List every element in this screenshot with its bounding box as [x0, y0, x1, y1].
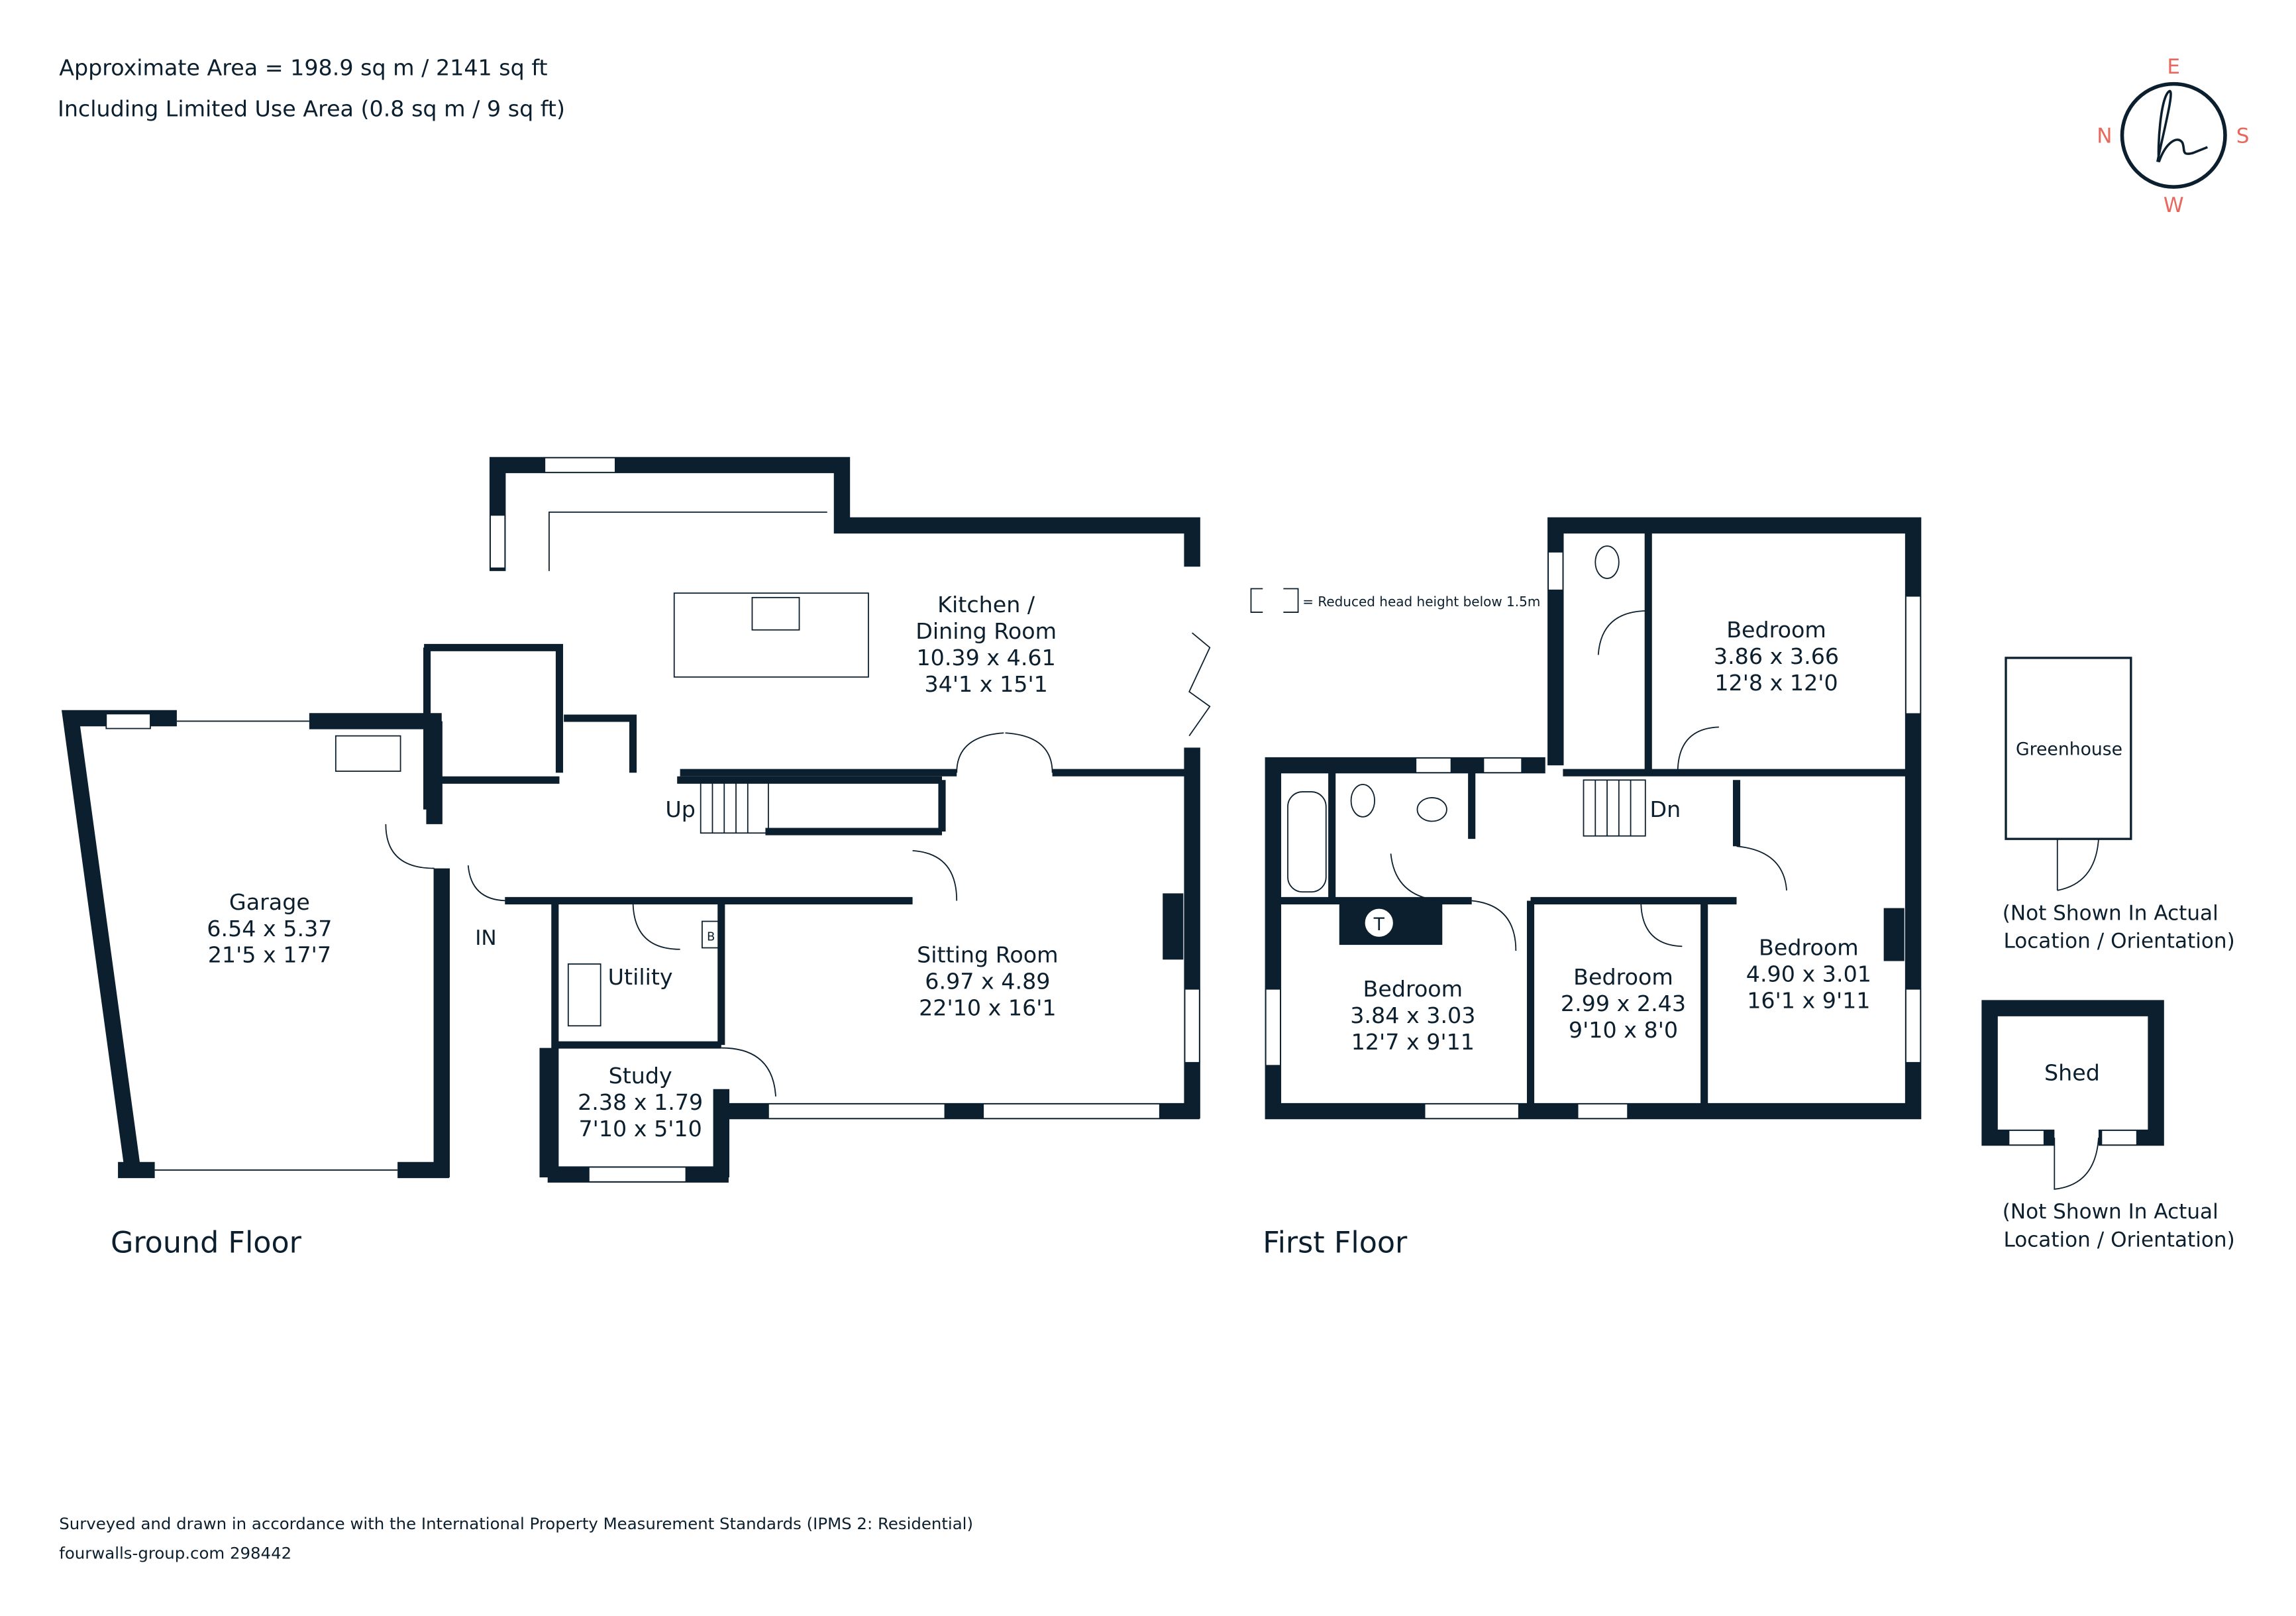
svg-text:3.84 x 3.03: 3.84 x 3.03: [1350, 1002, 1475, 1028]
room-bedroom-4: Bedroom 4.90 x 3.01 16'1 x 9'11: [1746, 935, 1871, 1014]
svg-text:3.86 x 3.66: 3.86 x 3.66: [1714, 643, 1839, 669]
svg-text:Dining Room: Dining Room: [915, 618, 1057, 644]
svg-text:2.38 x 1.79: 2.38 x 1.79: [578, 1089, 703, 1115]
svg-text:34'1 x 15'1: 34'1 x 15'1: [925, 671, 1048, 697]
reference-link[interactable]: fourwalls-group.com 298442: [59, 1543, 291, 1562]
water-tank-label: T: [1373, 914, 1385, 935]
svg-text:16'1 x 9'11: 16'1 x 9'11: [1747, 988, 1870, 1014]
compass-logo: E N S W: [2097, 55, 2249, 217]
svg-text:22'10 x 16'1: 22'10 x 16'1: [919, 995, 1056, 1021]
svg-text:Bedroom: Bedroom: [1759, 935, 1859, 961]
stairs-down-label: Dn: [1649, 796, 1681, 822]
svg-text:(Not Shown In Actual: (Not Shown In Actual: [2003, 1200, 2218, 1224]
stairs-up: [700, 779, 769, 834]
svg-text:Study: Study: [609, 1063, 672, 1089]
room-bedroom-2: Bedroom 3.84 x 3.03 12'7 x 9'11: [1350, 976, 1475, 1055]
svg-text:Location / Orientation): Location / Orientation): [2003, 1228, 2234, 1252]
svg-text:12'7 x 9'11: 12'7 x 9'11: [1351, 1029, 1475, 1055]
legend: = Reduced head height below 1.5m: [1250, 588, 1540, 613]
room-bedroom-1: Bedroom 3.86 x 3.66 12'8 x 12'0: [1714, 617, 1839, 696]
svg-text:= Reduced head height below 1.: = Reduced head height below 1.5m: [1302, 594, 1540, 610]
first-floor-plan: T Dn Bedroom 3.86 x 3.66 12'8 x 12'0 Bed…: [1265, 517, 1922, 1120]
entrance-label: IN: [475, 926, 496, 950]
svg-text:Location / Orientation): Location / Orientation): [2003, 930, 2234, 953]
svg-text:12'8 x 12'0: 12'8 x 12'0: [1714, 670, 1838, 696]
approximate-area: Approximate Area = 198.9 sq m / 2141 sq …: [59, 54, 547, 80]
room-kitchen-dining: Kitchen / Dining Room 10.39 x 4.61 34'1 …: [915, 592, 1057, 697]
svg-text:Kitchen /: Kitchen /: [937, 592, 1035, 618]
svg-text:Bedroom: Bedroom: [1573, 964, 1673, 990]
room-bedroom-3: Bedroom 2.99 x 2.43 9'10 x 8'0: [1561, 964, 1686, 1043]
svg-text:Shed: Shed: [2044, 1059, 2100, 1085]
svg-text:2.99 x 2.43: 2.99 x 2.43: [1561, 991, 1686, 1016]
first-floor-title: First Floor: [1263, 1226, 1408, 1260]
room-study: Study 2.38 x 1.79 7'10 x 5'10: [578, 1063, 703, 1142]
svg-text:Bedroom: Bedroom: [1363, 976, 1463, 1002]
stairs-up-label: Up: [665, 796, 696, 822]
svg-text:Sitting Room: Sitting Room: [917, 942, 1058, 968]
room-sitting: Sitting Room 6.97 x 4.89 22'10 x 16'1: [917, 942, 1058, 1021]
svg-text:(Not Shown In Actual: (Not Shown In Actual: [2003, 901, 2218, 925]
compass-south: S: [2236, 124, 2250, 148]
logo-h-icon: [2156, 89, 2209, 162]
svg-text:6.54 x 5.37: 6.54 x 5.37: [207, 916, 332, 942]
svg-text:10.39 x 4.61: 10.39 x 4.61: [916, 645, 1055, 671]
svg-text:Garage: Garage: [229, 889, 310, 915]
stairs-down: [1583, 779, 1646, 837]
compass-east: E: [2167, 55, 2180, 79]
compass-west: W: [2164, 193, 2184, 217]
svg-text:9'10 x 8'0: 9'10 x 8'0: [1569, 1017, 1678, 1043]
svg-text:7'10 x 5'10: 7'10 x 5'10: [578, 1116, 702, 1142]
svg-text:6.97 x 4.89: 6.97 x 4.89: [925, 969, 1050, 995]
svg-text:21'5 x 17'7: 21'5 x 17'7: [208, 942, 331, 968]
svg-text:Greenhouse: Greenhouse: [2016, 739, 2122, 760]
boiler-label: B: [707, 930, 715, 943]
limited-use-area: Including Limited Use Area (0.8 sq m / 9…: [58, 95, 565, 121]
compass-north: N: [2097, 124, 2112, 148]
svg-text:Utility: Utility: [608, 964, 673, 990]
svg-text:Bedroom: Bedroom: [1726, 617, 1826, 643]
room-utility: Utility: [608, 964, 673, 990]
room-garage: Garage 6.54 x 5.37 21'5 x 17'7: [207, 889, 332, 968]
greenhouse: Greenhouse (Not Shown In Actual Location…: [2003, 657, 2235, 953]
ground-floor-plan: Up B IN Kitchen / Dining Room 10.39 x 4.…: [61, 457, 1211, 1183]
standards-note: Surveyed and drawn in accordance with th…: [59, 1514, 973, 1533]
ground-floor-title: Ground Floor: [111, 1226, 302, 1260]
svg-text:4.90 x 3.01: 4.90 x 3.01: [1746, 961, 1871, 987]
shed: Shed (Not Shown In Actual Location / Ori…: [1981, 1000, 2235, 1252]
